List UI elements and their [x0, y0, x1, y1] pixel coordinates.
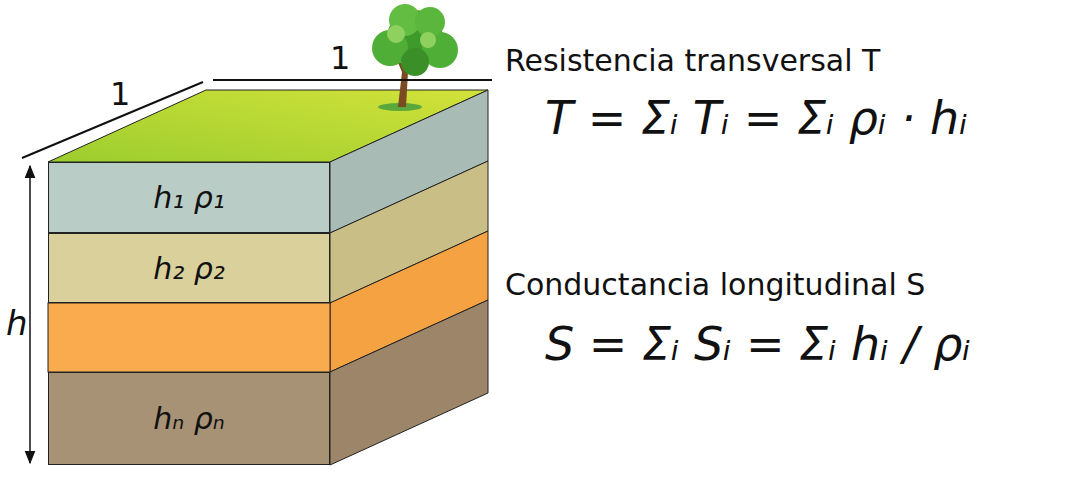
dimension-label: 1: [110, 76, 130, 113]
layer-label: h₁ ρ₁: [153, 180, 225, 215]
layer-band: [48, 303, 330, 372]
layer-label: h₂ ρ₂: [153, 251, 225, 286]
dimension-label: h: [6, 304, 28, 343]
dimension-arrow: [29, 166, 31, 463]
layer-label: hₙ ρₙ: [153, 401, 225, 436]
formula: S = Σᵢ Sᵢ = Σᵢ hᵢ / ρᵢ: [545, 318, 971, 371]
heading-label: Resistencia transversal T: [505, 44, 880, 79]
formula: T = Σᵢ Tᵢ = Σᵢ ρᵢ · hᵢ: [545, 92, 967, 145]
side-face: [330, 300, 488, 465]
dimension-label: 1: [330, 40, 350, 77]
dimension-line: [213, 79, 492, 81]
tree-icon: [372, 4, 458, 111]
layer-band: h₁ ρ₁: [48, 162, 330, 233]
layer-band: hₙ ρₙ: [48, 372, 330, 465]
heading-label: Conductancia longitudinal S: [505, 268, 925, 303]
layer-band: h₂ ρ₂: [48, 233, 330, 303]
